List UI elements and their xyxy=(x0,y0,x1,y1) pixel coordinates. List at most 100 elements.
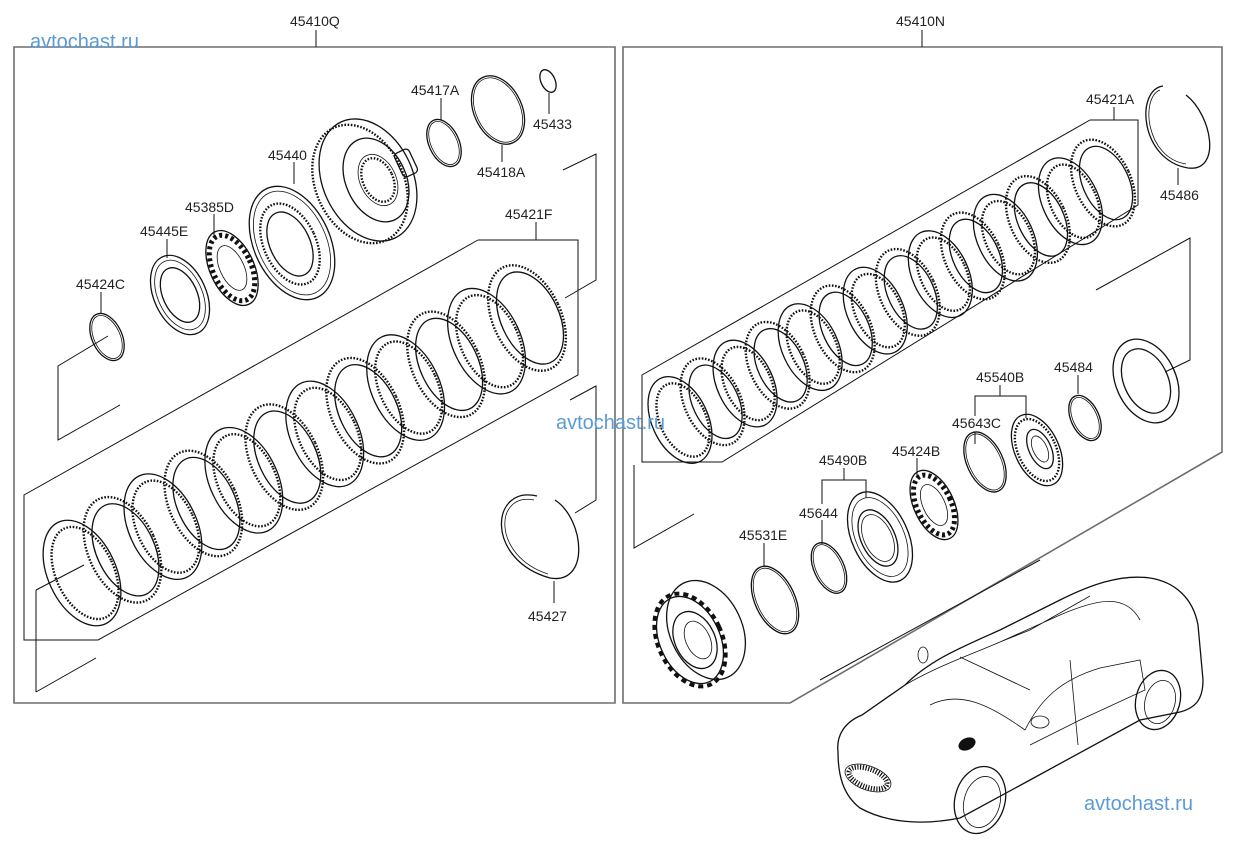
assembly-label-45410Q[interactable]: 45410Q xyxy=(290,13,340,29)
clutch-plate xyxy=(744,320,811,410)
thrust-washer xyxy=(1112,338,1180,424)
part-45417A[interactable]: 45417A xyxy=(411,82,468,172)
clutch-plate-inner xyxy=(334,364,403,458)
svg-text:45486: 45486 xyxy=(1160,187,1199,203)
clutch-plate-inner xyxy=(785,309,841,385)
svg-text:45445E: 45445E xyxy=(140,223,188,239)
vehicle-illustration xyxy=(819,559,1204,835)
clutch-plate-inner xyxy=(1045,163,1102,240)
clutch-plate-inner xyxy=(454,293,525,389)
clutch-plate xyxy=(325,356,406,465)
clutch-plate-inner xyxy=(495,271,565,365)
clutch-plate xyxy=(244,403,325,512)
part-45490B[interactable]: 45490B xyxy=(819,452,867,504)
clutch-plate-inner xyxy=(948,218,1004,294)
clutch-plate xyxy=(939,211,1007,301)
clutch-plate-inner xyxy=(293,386,363,482)
clutch-plate-inner xyxy=(915,236,972,313)
part-45433[interactable]: 45433 xyxy=(533,67,572,132)
clutch-plate xyxy=(647,376,713,464)
part-45424C[interactable]: 45424C xyxy=(57,276,131,441)
watermark-bottom-right: avtochast.ru xyxy=(1084,793,1193,815)
part-45531E[interactable]: 45531E xyxy=(739,527,808,641)
clutch-plate-inner xyxy=(212,433,282,528)
clutch-plates-left xyxy=(42,264,568,627)
clutch-plate xyxy=(366,334,446,441)
clutch-plate xyxy=(1004,174,1072,264)
svg-text:45427: 45427 xyxy=(528,608,567,624)
clutch-plate xyxy=(842,266,908,355)
clutch-plate-inner xyxy=(172,456,241,551)
part-45486[interactable]: 45486 xyxy=(1145,85,1211,203)
svg-text:45417A: 45417A xyxy=(411,82,460,98)
part-45440[interactable]: 45440 xyxy=(232,147,352,313)
clutch-plate-inner xyxy=(655,382,711,458)
clutch-drum xyxy=(311,118,419,245)
clutch-plate-inner xyxy=(373,340,444,435)
svg-text:45531E: 45531E xyxy=(739,527,787,543)
clutch-plate xyxy=(874,247,941,337)
svg-text:45440: 45440 xyxy=(268,147,307,163)
clutch-plate xyxy=(204,426,284,534)
clutch-plate-inner xyxy=(50,525,120,621)
gear-hub xyxy=(652,579,746,689)
clutch-plate-inner xyxy=(414,317,484,412)
clutch-plate xyxy=(1037,157,1104,246)
clutch-plate-inner xyxy=(818,291,873,367)
part-45644[interactable]: 45644 xyxy=(799,505,854,599)
part-45424B[interactable]: 45424B xyxy=(892,443,968,547)
svg-text:45418A: 45418A xyxy=(477,164,526,180)
part-45643C[interactable]: 45643C xyxy=(952,415,1015,499)
clutch-plate-inner xyxy=(253,410,322,504)
clutch-plate xyxy=(712,339,778,428)
clutch-plate xyxy=(907,230,973,319)
assembly-label-45410N[interactable]: 45410N xyxy=(896,13,945,29)
svg-text:45385D: 45385D xyxy=(185,199,234,215)
clutch-plate xyxy=(285,380,365,488)
clutch-plate xyxy=(82,495,163,604)
clutch-plate-inner xyxy=(850,272,907,349)
svg-text:45484: 45484 xyxy=(1054,359,1093,375)
svg-text:45490B: 45490B xyxy=(819,452,867,468)
part-45421F[interactable]: 45421F xyxy=(23,153,597,693)
clutch-plate xyxy=(163,449,244,558)
clutch-plate xyxy=(42,519,122,627)
watermark-top-left: avtochast.ru xyxy=(30,31,139,53)
clutch-plate-inner xyxy=(753,327,808,403)
clutch-plate xyxy=(447,287,527,395)
transmission-location-marker xyxy=(958,737,976,751)
clutch-plate-inner xyxy=(131,479,201,574)
clutch-plate xyxy=(972,193,1039,282)
svg-text:45424B: 45424B xyxy=(892,443,940,459)
clutch-plate xyxy=(406,310,487,419)
clutch-plate-inner xyxy=(1013,182,1069,257)
clutch-plate-inner xyxy=(883,255,938,330)
svg-text:45643C: 45643C xyxy=(952,415,1001,431)
part-45484[interactable]: 45484 xyxy=(1054,359,1108,446)
left-group-frame xyxy=(13,46,616,704)
bearing-45540B xyxy=(1010,413,1064,487)
clutch-plate xyxy=(123,473,203,581)
clutch-plate xyxy=(1069,138,1137,228)
part-45421A[interactable]: 45421A xyxy=(641,91,1139,463)
clutch-plates-right xyxy=(647,138,1137,464)
clutch-plate-inner xyxy=(91,503,160,597)
part-45540B[interactable]: 45540B xyxy=(974,369,1027,418)
part-45418A[interactable]: 45418A xyxy=(461,67,535,180)
svg-text:45421F: 45421F xyxy=(505,206,552,222)
clutch-plate xyxy=(777,303,843,392)
svg-text:45433: 45433 xyxy=(533,116,572,132)
svg-text:45424C: 45424C xyxy=(76,276,125,292)
clutch-plate xyxy=(809,284,876,374)
piston-45490B xyxy=(846,491,914,583)
right-group-frame xyxy=(622,46,1223,704)
clutch-plate-inner xyxy=(980,199,1037,276)
part-45445E[interactable]: 45445E xyxy=(139,223,222,344)
svg-text:45540B: 45540B xyxy=(976,369,1024,385)
group-45410N: 45410N 45486 45421A 45484 xyxy=(622,13,1223,704)
part-45385D[interactable]: 45385D xyxy=(185,199,269,314)
clutch-plate-inner xyxy=(688,364,743,440)
group-45410Q: 45410Q 45433 45418A 45417A xyxy=(13,13,616,704)
part-45427[interactable]: 45427 xyxy=(500,385,597,624)
